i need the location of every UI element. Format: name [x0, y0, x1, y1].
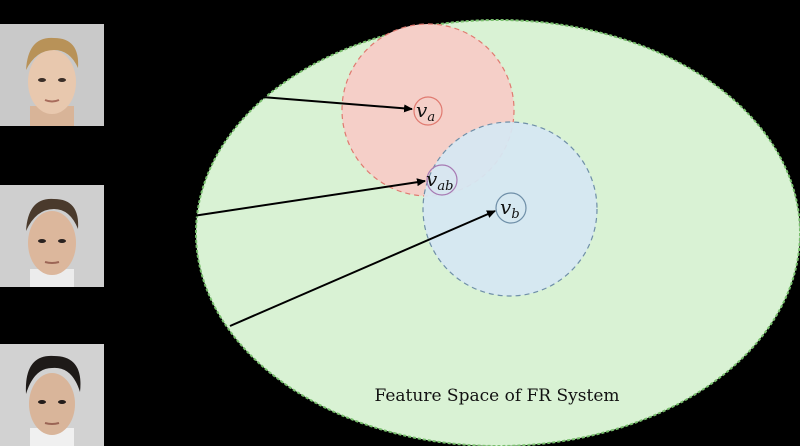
face-photo-ab — [0, 185, 104, 287]
node-ab-circle — [426, 164, 458, 196]
arrow-to-vab — [192, 178, 426, 217]
node-a-circle — [413, 96, 443, 126]
node-ab-label: vab — [426, 167, 453, 194]
node-a-label: va — [416, 98, 435, 125]
face-photo-b — [0, 344, 104, 446]
arrow-to-va — [248, 95, 413, 113]
arrow-to-vb — [229, 210, 496, 327]
node-b-circle — [495, 192, 527, 224]
face-photo-a — [0, 24, 104, 126]
feature-space-caption: Feature Space of FR System — [375, 386, 620, 406]
node-b-label: vb — [500, 195, 520, 222]
region-b-circle — [422, 121, 598, 297]
